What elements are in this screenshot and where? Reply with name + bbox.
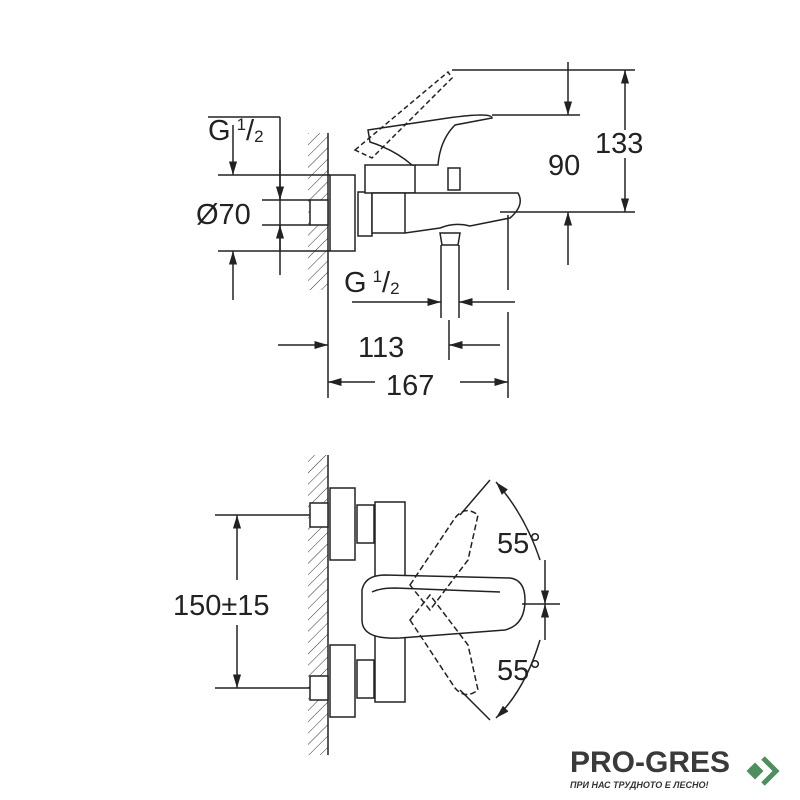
top-view-labels: 150±15 55° 55° bbox=[173, 528, 541, 687]
centers-label: 150±15 bbox=[173, 590, 270, 622]
svg-text:G1/2: G1/2 bbox=[344, 267, 400, 299]
inlet-fitting bbox=[309, 199, 329, 226]
side-view bbox=[208, 62, 635, 398]
spout-height-label: 90 bbox=[548, 150, 580, 182]
lever-ghost-up bbox=[409, 509, 479, 612]
body bbox=[371, 192, 521, 234]
thread-outlet-base: G bbox=[344, 267, 367, 299]
wall-hatch-top bbox=[308, 455, 328, 755]
lever-open-ghost bbox=[353, 70, 453, 159]
pro-gres-logo: PRO-GRES ПРИ НАС ТРУДНОТО Е ЛЕСНО! bbox=[570, 746, 731, 791]
outlet-distance-label: 113 bbox=[358, 332, 404, 364]
escutcheon bbox=[329, 174, 356, 252]
logo-chevron-icon bbox=[746, 756, 780, 786]
logo-tagline: ПРИ НАС ТРУДНОТО Е ЛЕСНО! bbox=[570, 780, 709, 790]
top-view bbox=[215, 455, 560, 755]
angle-lower-label: 55° bbox=[497, 655, 541, 687]
total-height-label: 133 bbox=[595, 128, 643, 160]
projection-label: 167 bbox=[386, 370, 434, 402]
lever bbox=[367, 114, 493, 166]
escutcheon-diameter-label: Ø70 bbox=[196, 199, 251, 231]
svg-text:G1/2: G1/2 bbox=[208, 115, 264, 147]
angle-upper-label: 55° bbox=[497, 528, 541, 560]
logo-title: PRO-GRES bbox=[570, 746, 731, 779]
thread-inlet-base: G bbox=[208, 115, 231, 147]
cartridge-housing bbox=[364, 164, 416, 194]
lever-ghost-down bbox=[409, 593, 479, 696]
lever-top bbox=[361, 574, 526, 639]
diverter-knob bbox=[447, 167, 461, 191]
nut bbox=[357, 191, 373, 237]
